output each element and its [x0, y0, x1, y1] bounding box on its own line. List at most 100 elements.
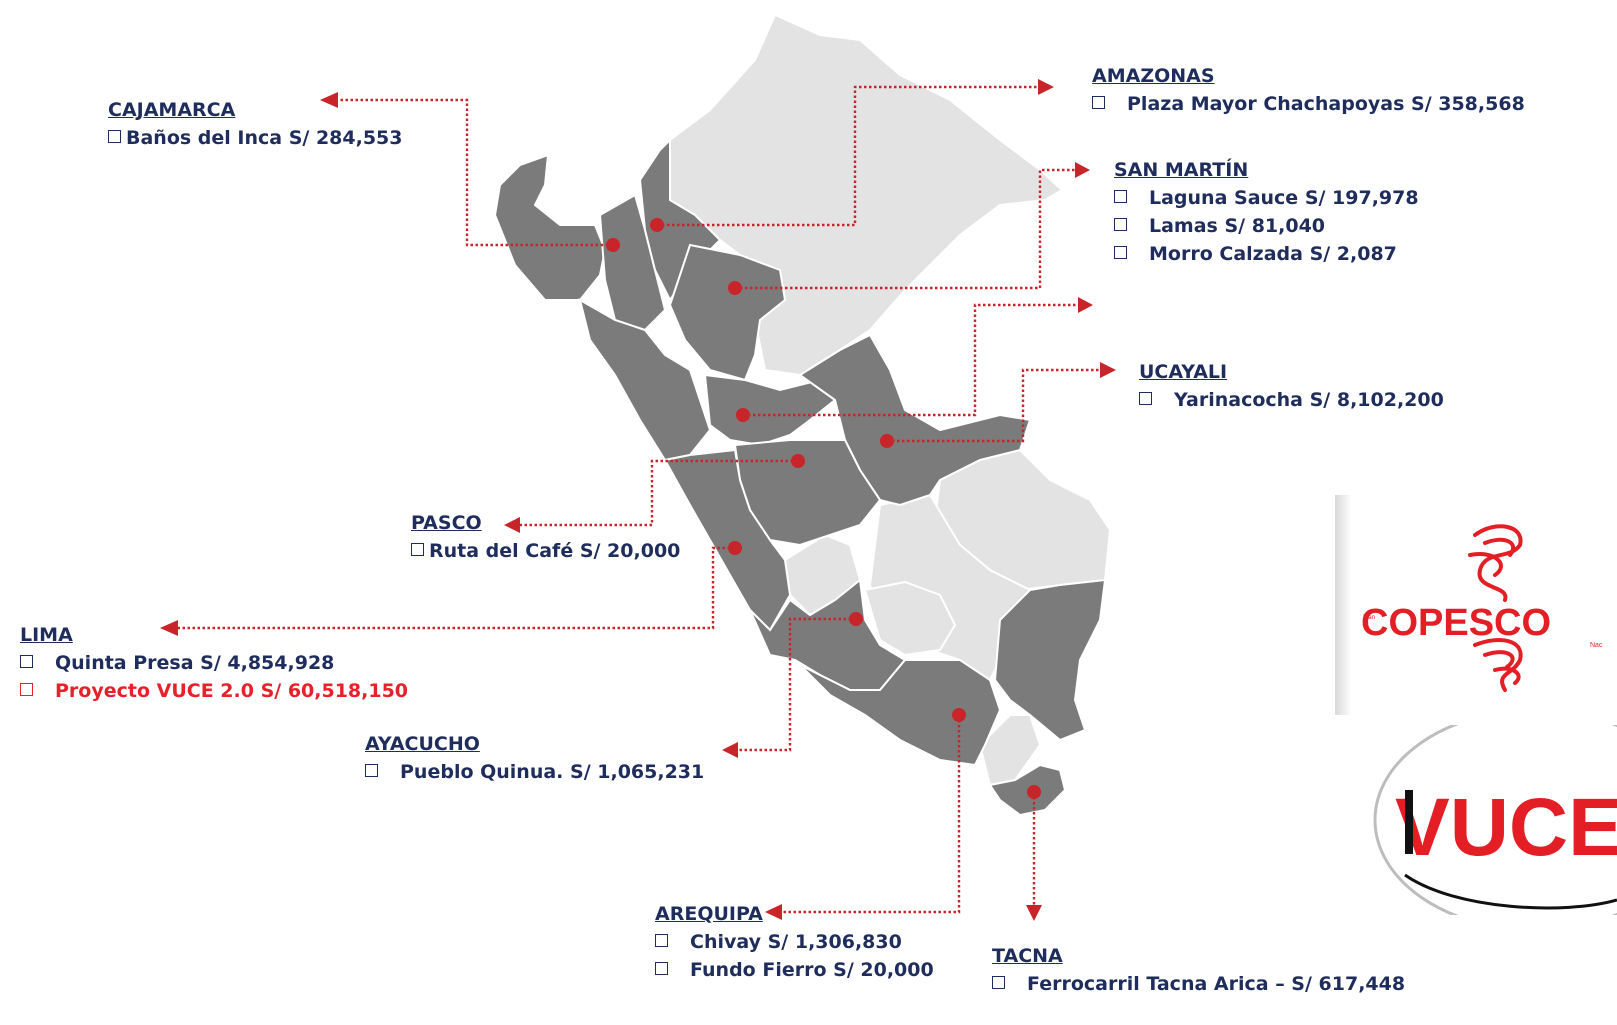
copesco-text: COPESCO [1361, 602, 1551, 644]
region-title-ucayali: UCAYALI [1139, 361, 1228, 383]
project-row: Pueblo Quinua. S/ 1,065,231 [365, 758, 704, 786]
checkbox-icon [20, 683, 33, 696]
marker-huanuco[interactable] [736, 408, 750, 422]
leader-cajamarca [338, 98, 613, 247]
marker-lima[interactable] [728, 541, 742, 555]
copesco-logo: Plan COPESCO Nac [1335, 495, 1617, 715]
project-text: Quinta Presa S/ 4,854,928 [55, 652, 335, 674]
label-tacna: TACNA Ferrocarril Tacna Arica – S/ 617,4… [992, 942, 1405, 998]
arrow-arequipa [765, 904, 782, 920]
project-text-highlight: Proyecto VUCE 2.0 S/ 60,518,150 [55, 680, 409, 702]
region-puno [993, 578, 1107, 742]
checkbox-icon [1114, 246, 1127, 259]
vuce-logo: VUCE [1365, 725, 1617, 915]
project-row: Yarinacocha S/ 8,102,200 [1139, 386, 1444, 414]
copesco-logo-art: Plan COPESCO Nac [1335, 495, 1617, 715]
marker-amazonas[interactable] [650, 218, 664, 232]
region-title-ayacucho: AYACUCHO [365, 733, 480, 755]
project-row: Ferrocarril Tacna Arica – S/ 617,448 [992, 970, 1405, 998]
project-row: Ruta del Café S/ 20,000 [411, 537, 680, 565]
leader-lines [178, 85, 1100, 914]
vuce-text: VUCE [1395, 782, 1617, 873]
leader-amazonas [657, 85, 1038, 227]
marker-pasco[interactable] [791, 454, 805, 468]
project-text: Pueblo Quinua. S/ 1,065,231 [400, 761, 705, 783]
region-title-san-martin: SAN MARTÍN [1114, 159, 1249, 181]
label-arequipa: AREQUIPA Chivay S/ 1,306,830 Fundo Fierr… [655, 900, 934, 984]
leader-huanuco [743, 303, 1078, 417]
leader-lima [178, 546, 735, 630]
marker-san-martin[interactable] [728, 281, 742, 295]
project-text: Ferrocarril Tacna Arica – S/ 617,448 [1027, 973, 1406, 995]
checkbox-icon [1139, 392, 1152, 405]
region-huanuco [703, 373, 837, 447]
region-title-cajamarca: CAJAMARCA [108, 99, 236, 121]
label-pasco: PASCO Ruta del Café S/ 20,000 [411, 509, 680, 565]
region-title-tacna: TACNA [992, 945, 1063, 967]
region-apurimac [863, 580, 957, 657]
dark-regions [493, 137, 1107, 817]
region-tumbes-piura-lambayeque [493, 153, 607, 301]
project-row-highlight: Proyecto VUCE 2.0 S/ 60,518,150 [20, 677, 408, 705]
project-text: Chivay S/ 1,306,830 [690, 931, 902, 953]
checkbox-icon [108, 130, 121, 143]
arrow-tacna [1026, 905, 1042, 921]
project-row: Lamas S/ 81,040 [1114, 212, 1419, 240]
label-san-martin: SAN MARTÍN Laguna Sauce S/ 197,978 Lamas… [1114, 156, 1419, 268]
arrow-cajamarca [320, 92, 338, 108]
marker-arequipa[interactable] [952, 708, 966, 722]
arrowheads [160, 79, 1116, 921]
project-text: Yarinacocha S/ 8,102,200 [1174, 389, 1444, 411]
project-text: Laguna Sauce S/ 197,978 [1149, 187, 1419, 209]
marker-ucayali[interactable] [880, 434, 894, 448]
label-ucayali: UCAYALI Yarinacocha S/ 8,102,200 [1139, 358, 1444, 414]
copesco-suffix-text: Nac [1590, 642, 1603, 649]
arrow-huanuco [1078, 297, 1093, 313]
region-lima [663, 448, 792, 632]
project-text: Baños del Inca S/ 284,553 [126, 127, 403, 149]
label-lima: LIMA Quinta Presa S/ 4,854,928 Proyecto … [20, 621, 408, 705]
light-regions [669, 13, 1112, 787]
project-text: Fundo Fierro S/ 20,000 [690, 959, 934, 981]
arrow-san-martin [1075, 162, 1090, 178]
checkbox-icon [20, 655, 33, 668]
project-text: Plaza Mayor Chachapoyas S/ 358,568 [1127, 93, 1525, 115]
region-title-arequipa: AREQUIPA [655, 903, 763, 925]
project-text: Ruta del Café S/ 20,000 [429, 540, 681, 562]
vuce-logo-art: VUCE [1373, 725, 1617, 915]
arrow-pasco [504, 517, 520, 533]
project-row: Chivay S/ 1,306,830 [655, 928, 934, 956]
arrow-lima [160, 620, 178, 636]
checkbox-icon [1114, 190, 1127, 203]
checkbox-icon [411, 543, 424, 556]
project-text: Morro Calzada S/ 2,087 [1149, 243, 1397, 265]
arrow-ucayali [1100, 362, 1116, 378]
marker-ayacucho[interactable] [849, 612, 863, 626]
project-row: Plaza Mayor Chachapoyas S/ 358,568 [1092, 90, 1525, 118]
region-ica-ayacucho [749, 578, 907, 691]
project-row: Baños del Inca S/ 284,553 [108, 124, 403, 152]
checkbox-icon [1114, 218, 1127, 231]
project-row: Quinta Presa S/ 4,854,928 [20, 649, 408, 677]
leader-ayacucho [738, 617, 856, 752]
region-title-lima: LIMA [20, 624, 73, 646]
region-la-libertad-ancash [578, 297, 712, 462]
label-ayacucho: AYACUCHO Pueblo Quinua. S/ 1,065,231 [365, 730, 704, 786]
marker-cajamarca[interactable] [606, 238, 620, 252]
leader-pasco [520, 459, 798, 527]
project-row: Morro Calzada S/ 2,087 [1114, 240, 1419, 268]
checkbox-icon [655, 962, 668, 975]
project-text: Lamas S/ 81,040 [1149, 215, 1326, 237]
checkbox-icon [992, 976, 1005, 989]
marker-tacna[interactable] [1027, 785, 1041, 799]
leader-ucayali [887, 368, 1100, 443]
label-cajamarca: CAJAMARCA Baños del Inca S/ 284,553 [108, 96, 403, 152]
region-cajamarca [598, 193, 667, 332]
checkbox-icon [655, 934, 668, 947]
region-arequipa [799, 659, 1002, 767]
label-amazonas: AMAZONAS Plaza Mayor Chachapoyas S/ 358,… [1092, 62, 1525, 118]
markers [606, 218, 1041, 799]
leader-arequipa [782, 715, 961, 914]
checkbox-icon [1092, 96, 1105, 109]
